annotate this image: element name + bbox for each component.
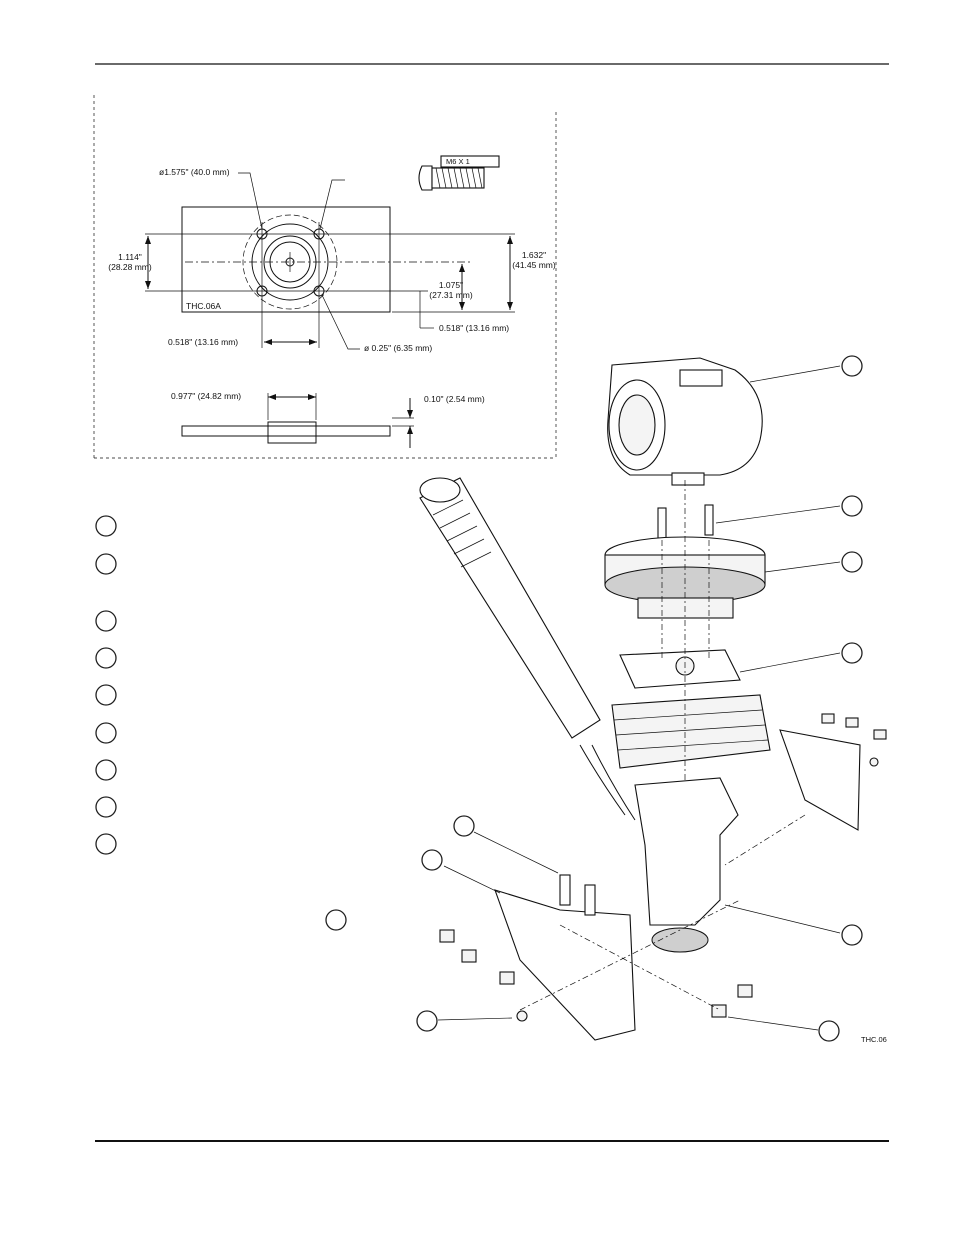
plate-label: THC.06A bbox=[186, 301, 221, 311]
dim-right-offset: 0.518" (13.16 mm) bbox=[439, 323, 509, 333]
exploded-view bbox=[416, 355, 887, 1042]
mounting-plate-top-view bbox=[145, 172, 515, 350]
mounting-plate-side-view bbox=[181, 393, 414, 448]
dim-right-vertical-mm: (41.45 mm) bbox=[512, 260, 556, 270]
screw-detail bbox=[418, 155, 500, 191]
dim-left-vertical-mm: (28.28 mm) bbox=[108, 262, 152, 272]
dim-inner-vertical-mm: (27.31 mm) bbox=[429, 290, 473, 300]
detail-box bbox=[93, 95, 557, 459]
dim-thickness: 0.10" (2.54 mm) bbox=[424, 394, 485, 404]
dim-screw: M6 X 1 bbox=[446, 157, 470, 166]
dim-boss-width: 0.977" (24.82 mm) bbox=[171, 391, 241, 401]
legend-callouts bbox=[95, 515, 347, 931]
dim-bolt-circle: ø1.575" (40.0 mm) bbox=[159, 167, 230, 177]
dim-left-vertical-in: 1.114" bbox=[118, 252, 142, 262]
exploded-label: THC.06 bbox=[861, 1035, 887, 1044]
dim-right-vertical-in: 1.632" bbox=[522, 250, 546, 260]
dim-inner-vertical-in: 1.075" bbox=[439, 280, 463, 290]
dim-hole: ø 0.25" (6.35 mm) bbox=[364, 343, 432, 353]
dim-left-offset: 0.518" (13.16 mm) bbox=[168, 337, 238, 347]
